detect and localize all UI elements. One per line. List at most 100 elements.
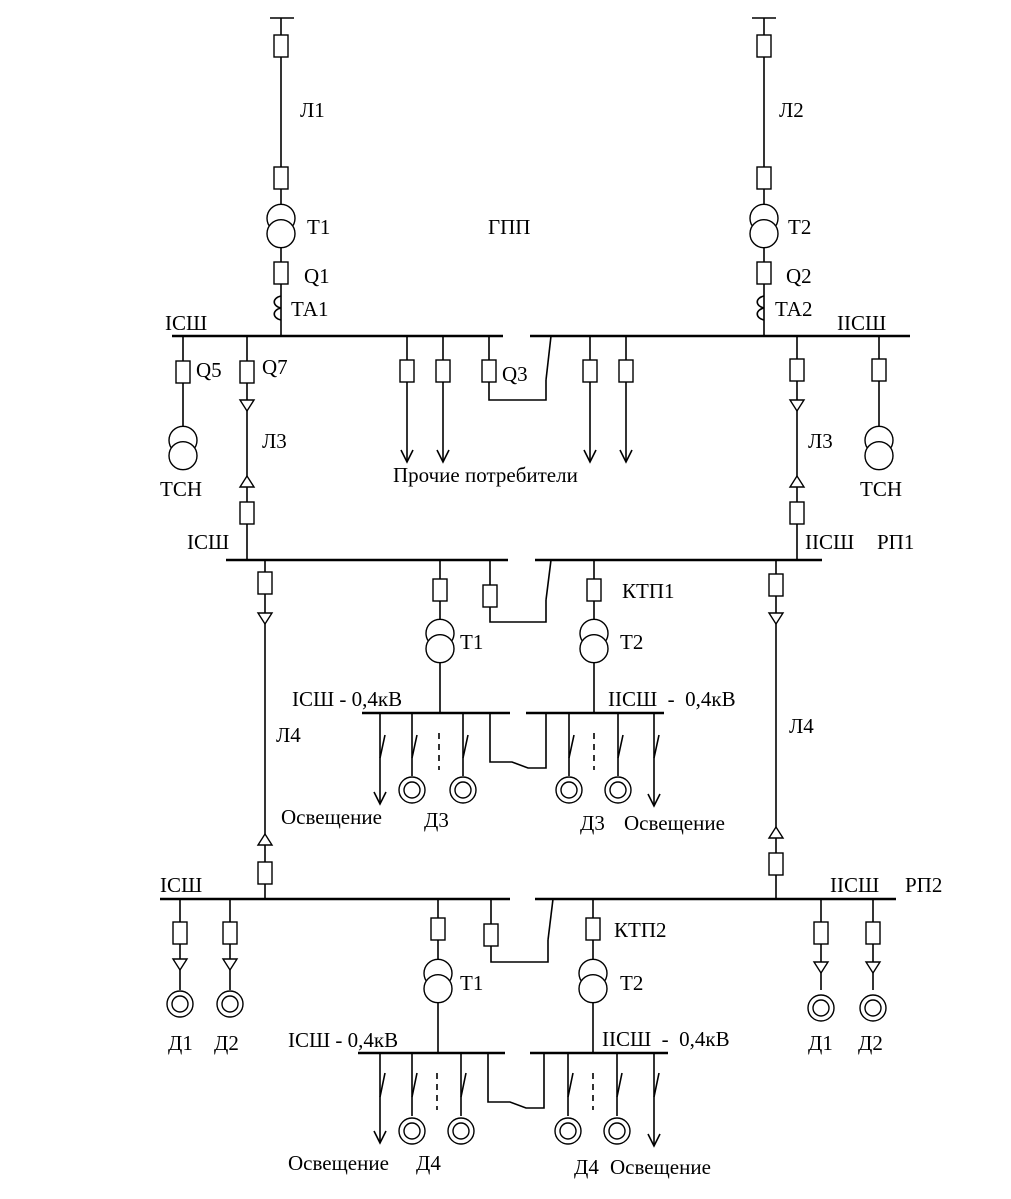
ktp1-t1-breaker (432, 578, 448, 602)
ktp2-bus-1-label: IСШ - 0,4кВ (288, 1028, 398, 1052)
current-transformer-ta2 (756, 295, 765, 321)
transformer-winding (266, 218, 296, 249)
motor-inner-ring (171, 995, 189, 1013)
gpp-label: ГПП (488, 215, 530, 239)
rp2-motor-breaker (865, 921, 881, 945)
rp2-motor-d2-left-label: Д2 (214, 1031, 239, 1055)
ktp2-label: КТП2 (614, 918, 667, 942)
transformer-winding (749, 218, 779, 249)
switch-blade (460, 1072, 467, 1098)
breaker-q2-label: Q2 (786, 264, 812, 288)
ktp1-coupler-link (489, 713, 547, 769)
line-l1-top-breaker (273, 34, 289, 58)
aux-transformer-left-label: ТСН (160, 477, 202, 501)
ktp2-t2-breaker (585, 917, 601, 941)
motor-inner-ring (559, 1122, 577, 1140)
ktp2-motor-d4-right-2 (603, 1117, 631, 1145)
breaker-q5 (175, 360, 191, 384)
ktp1-motor-d3-left-2 (449, 776, 477, 804)
ktp1-transformer-t1-label: Т1 (460, 630, 483, 654)
ktp2-motor-d4-right-label: Д4 (574, 1155, 599, 1179)
rp2-bus-1-label: IСШ (160, 873, 202, 897)
other-consumers-label: Прочие потребители (393, 463, 578, 487)
other-consumer-breaker (399, 359, 415, 383)
ktp1-motor-d3-left-label: Д3 (424, 808, 449, 832)
rp2-motor-left (166, 990, 194, 1018)
load-arrow (373, 791, 387, 806)
breaker-q3 (481, 359, 497, 383)
rp2-motor-cable-end (864, 961, 882, 975)
current-transformer-ta1 (273, 295, 282, 321)
breaker-l4-left-bottom (257, 861, 273, 885)
line-l3-left-top-end (238, 399, 256, 413)
motor-inner-ring (608, 1122, 626, 1140)
ktp2-motor-d4-left-1 (398, 1117, 426, 1145)
motor-inner-ring (864, 999, 882, 1017)
gpp-transformer-t1-label: Т1 (307, 215, 330, 239)
other-consumer-breaker (618, 359, 634, 383)
gpp-bus-2-label: IIСШ (837, 311, 886, 335)
ktp2-transformer-t2-label: Т2 (620, 971, 643, 995)
line-l4-right-top-end (767, 612, 785, 626)
line-l4-left-bottom-end (256, 832, 274, 846)
breaker-l4-left-top (257, 571, 273, 595)
motor-inner-ring (454, 781, 472, 799)
motor-inner-ring (609, 781, 627, 799)
rp1-incoming-breaker-right (789, 501, 805, 525)
ktp1-lighting-left-label: Освещение (281, 805, 382, 829)
rp1-label: РП1 (877, 530, 914, 554)
other-consumer-breaker (582, 359, 598, 383)
motor-inner-ring (812, 999, 830, 1017)
load-arrow (436, 449, 450, 464)
ktp2-transformer-t1 (423, 958, 453, 1004)
line-l2-top-breaker (756, 34, 772, 58)
rp2-bus-2-label: IIСШ (830, 873, 879, 897)
breaker-q2 (756, 261, 772, 285)
line-l4-left-label: Л4 (276, 723, 301, 747)
ktp1-bus-2-label: IIСШ - 0,4кВ (608, 687, 736, 711)
switch-blade (411, 734, 418, 759)
motor-inner-ring (403, 781, 421, 799)
motor-inner-ring (452, 1122, 470, 1140)
other-consumer-breaker (435, 359, 451, 383)
ktp1-motor-d3-left-1 (398, 776, 426, 804)
ktp1-transformer-t2-label: Т2 (620, 630, 643, 654)
ktp1-label: КТП1 (622, 579, 675, 603)
breaker-q3-label: Q3 (502, 362, 528, 386)
rp2-coupler-breaker (483, 923, 499, 947)
breaker-q7 (239, 360, 255, 384)
ktp2-motor-d4-left-label: Д4 (416, 1151, 441, 1175)
rp2-coupler-link (490, 899, 549, 963)
ktp2-t1-breaker (430, 917, 446, 941)
transformer-winding (423, 974, 453, 1004)
line-l1-label: Л1 (300, 98, 325, 122)
transformer-winding (864, 441, 894, 471)
line-l4-left-top-end (256, 612, 274, 626)
ktp2-motor-d4-right-1 (554, 1117, 582, 1145)
rp1-coupler-breaker (482, 584, 498, 608)
rp2-motor-breaker (172, 921, 188, 945)
breaker-l4-right-top (768, 573, 784, 597)
load-arrow (583, 449, 597, 464)
aux-transformer-right (864, 425, 894, 471)
line-l4-right-label: Л4 (789, 714, 814, 738)
motor-inner-ring (560, 781, 578, 799)
rp2-motor-d2-right-label: Д2 (858, 1031, 883, 1055)
rp1-coupler-link (489, 560, 547, 623)
switch-blade (462, 734, 469, 759)
breaker-q7-label: Q7 (262, 355, 288, 379)
ktp1-t2-breaker (586, 578, 602, 602)
ktp2-bus-2-label: IIСШ - 0,4кВ (602, 1027, 730, 1051)
switch-blade (379, 1072, 386, 1098)
line-l3-left-bottom-end (238, 474, 256, 488)
ktp2-transformer-t2 (578, 958, 608, 1004)
breaker-q5-label: Q5 (196, 358, 222, 382)
switch-blade (653, 734, 660, 759)
switch-blade (567, 1072, 574, 1098)
line-l3-right-top-end (788, 399, 806, 413)
switch-blade (411, 1072, 418, 1098)
ktp1-motor-d3-right-2 (604, 776, 632, 804)
rp2-motor-cable-end (221, 958, 239, 972)
transformer-winding (168, 441, 198, 471)
